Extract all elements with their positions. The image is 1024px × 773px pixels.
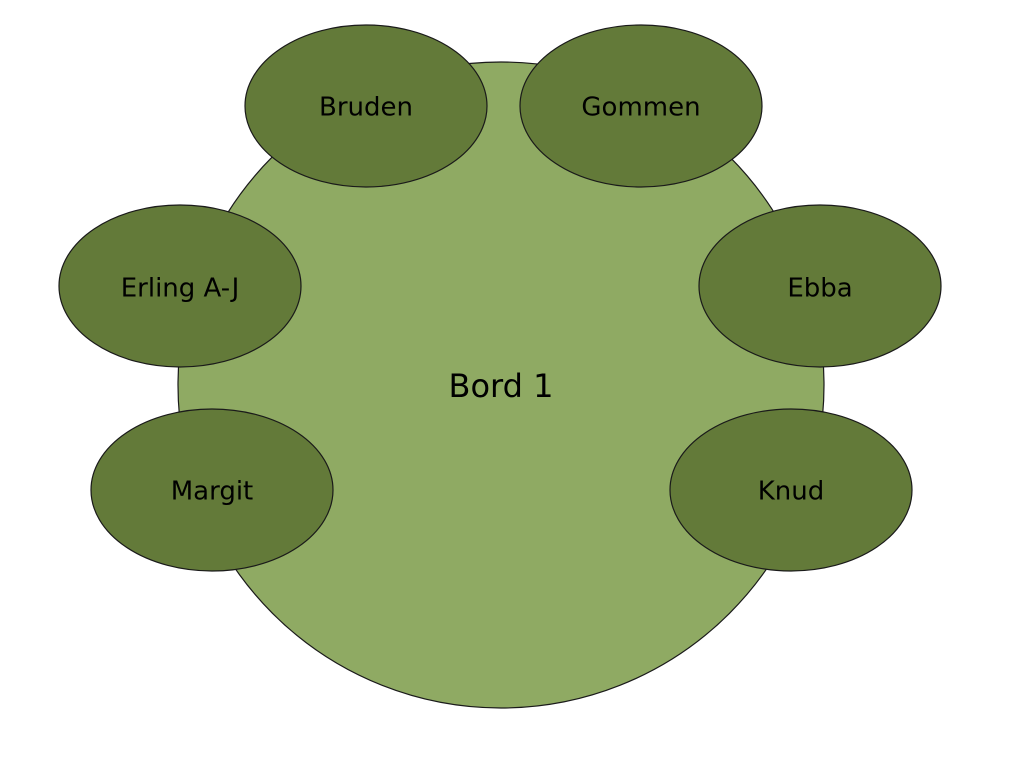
seat-knud-label: Knud (758, 477, 825, 507)
seat-margit-shape (90, 408, 334, 572)
seat-bruden: Bruden (244, 24, 488, 188)
seat-margit: Margit (90, 408, 334, 572)
seat-erling-label: Erling A-J (121, 274, 240, 304)
seat-gommen-shape (519, 24, 763, 188)
seat-ebba-label: Ebba (787, 274, 852, 304)
seat-erling-shape (58, 204, 302, 368)
seat-ebba-shape (698, 204, 942, 368)
seat-knud: Knud (669, 408, 913, 572)
round-table (177, 61, 825, 709)
seat-gommen-label: Gommen (581, 93, 700, 123)
seat-gommen: Gommen (519, 24, 763, 188)
seat-bruden-label: Bruden (319, 93, 413, 123)
table-label: Bord 1 (449, 367, 554, 405)
seat-erling: Erling A-J (58, 204, 302, 368)
seat-knud-shape (669, 408, 913, 572)
seat-margit-label: Margit (171, 477, 254, 507)
seat-ebba: Ebba (698, 204, 942, 368)
seat-bruden-shape (244, 24, 488, 188)
